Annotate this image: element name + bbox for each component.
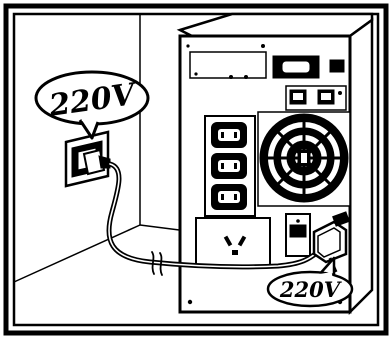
network-ports bbox=[286, 86, 346, 110]
cooling-fan bbox=[258, 112, 350, 206]
serial-port bbox=[273, 56, 319, 78]
lower-panel bbox=[196, 218, 270, 266]
wall-voltage-callout: 220V bbox=[36, 72, 148, 138]
ups-voltage-label: 220V bbox=[279, 277, 343, 302]
output-outlets bbox=[205, 116, 255, 216]
input-socket bbox=[286, 214, 310, 256]
